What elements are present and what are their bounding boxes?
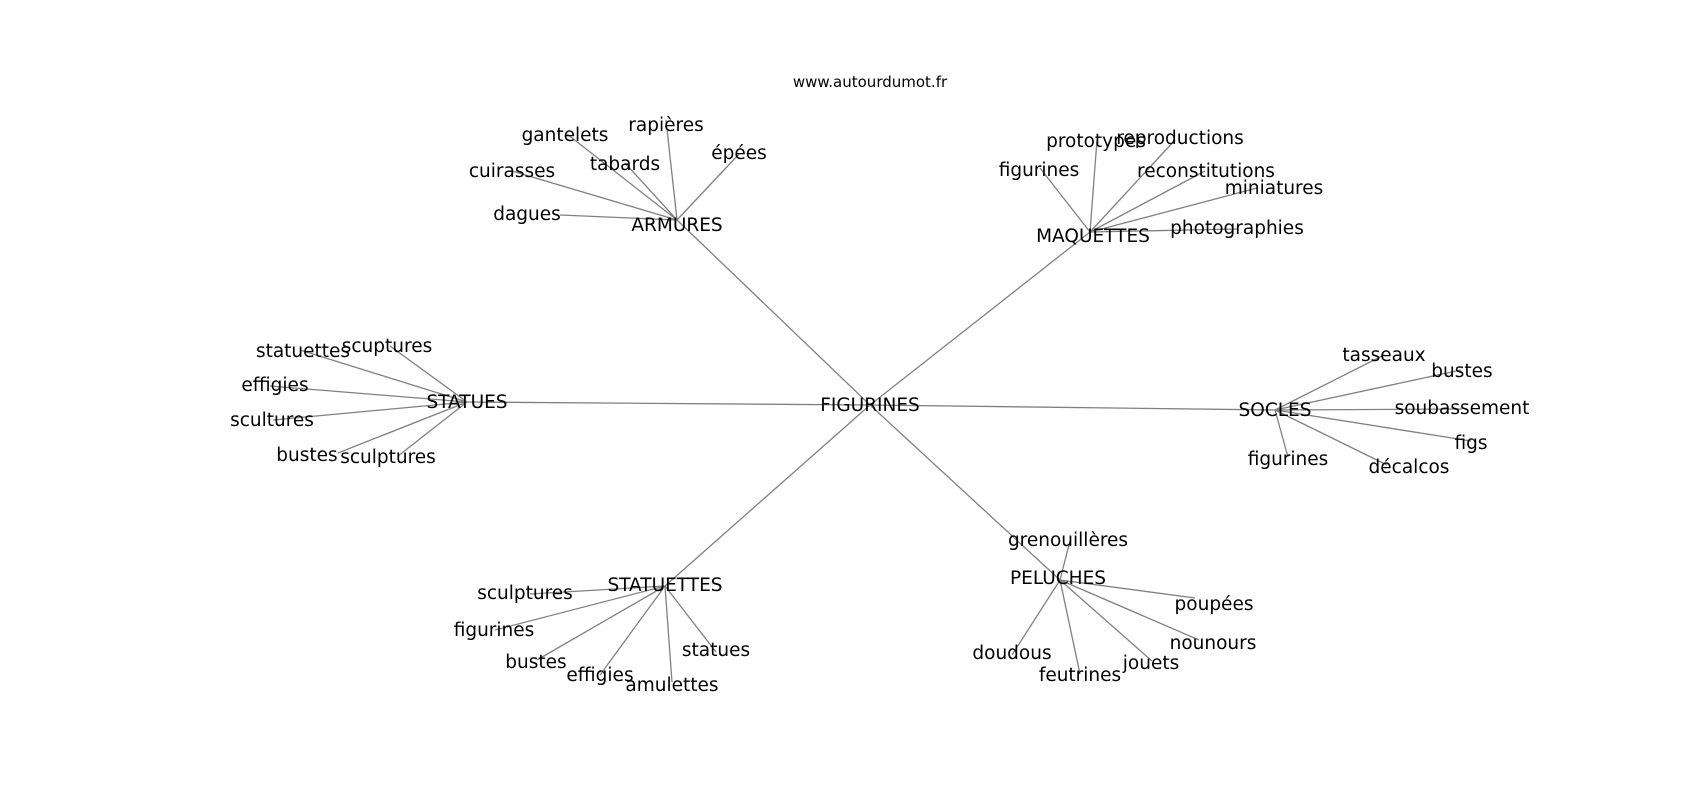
cluster-node-maquettes: MAQUETTES (1036, 226, 1150, 247)
cluster-node-peluches: PELUCHES (1010, 568, 1106, 589)
edge-statues-leaf-4 (337, 401, 468, 454)
leaf-node-maquettes: photographies (1170, 218, 1304, 239)
leaf-node-statuettes: statues (682, 640, 750, 661)
edge-maquettes-leaf-4 (1089, 187, 1258, 233)
edge-socles-leaf-0 (1274, 354, 1385, 411)
edge-statues-leaf-0 (299, 349, 468, 403)
edge-peluches-leaf-2 (1059, 579, 1200, 641)
cluster-node-statuettes: STATUETTES (607, 575, 722, 596)
site-watermark: www.autourdumot.fr (793, 73, 948, 91)
edge-armures-leaf-2 (676, 153, 740, 221)
leaf-node-statues: bustes (276, 445, 337, 466)
graph-edges (269, 119, 1472, 683)
edge-statuettes-leaf-5 (664, 585, 717, 653)
leaf-node-armures: rapières (628, 115, 703, 136)
leaf-node-statues: scuptures (342, 336, 432, 357)
leaf-node-peluches: nounours (1170, 633, 1257, 654)
leaf-node-maquettes: reconstitutions (1137, 161, 1275, 182)
edge-statues-leaf-3 (272, 401, 468, 421)
edge-center-peluches (869, 404, 1061, 581)
edge-center-armures (676, 219, 871, 406)
edge-peluches-leaf-4 (1059, 579, 1081, 675)
leaf-node-maquettes: miniatures (1225, 178, 1324, 199)
leaf-node-peluches: doudous (972, 643, 1051, 664)
edge-maquettes-leaf-1 (1089, 139, 1176, 233)
edge-socles-leaf-4 (1274, 409, 1289, 458)
leaf-node-socles: décalcos (1369, 457, 1450, 478)
leaf-node-statuettes: effigies (566, 665, 633, 686)
leaf-node-peluches: grenouillères (1008, 530, 1128, 551)
edge-peluches-leaf-3 (1011, 579, 1061, 656)
edge-armures-leaf-3 (624, 162, 678, 221)
leaf-node-maquettes: figurines (999, 160, 1080, 181)
edge-armures-leaf-4 (511, 170, 678, 221)
edge-peluches-leaf-5 (1059, 579, 1153, 662)
leaf-node-peluches: feutrines (1039, 665, 1121, 686)
leaf-node-peluches: jouets (1122, 653, 1179, 674)
edge-center-socles (869, 404, 1276, 411)
leaf-node-statues: scultures (230, 410, 314, 431)
leaf-node-armures: épées (711, 143, 767, 164)
edge-peluches-leaf-0 (1059, 540, 1071, 581)
leaf-node-statuettes: sculptures (477, 583, 573, 604)
leaf-node-armures: gantelets (522, 125, 609, 146)
leaf-node-socles: figs (1454, 433, 1487, 454)
edge-statuettes-leaf-4 (664, 585, 673, 683)
leaf-node-armures: dagues (493, 204, 561, 225)
edge-armures-leaf-5 (559, 214, 678, 221)
leaf-node-statuettes: bustes (505, 652, 566, 673)
edge-socles-leaf-5 (1274, 409, 1388, 466)
cluster-node-socles: SOCLES (1239, 400, 1312, 421)
leaf-node-armures: tabards (590, 154, 660, 175)
edge-socles-leaf-3 (1274, 409, 1472, 442)
edge-maquettes-leaf-5 (1089, 228, 1238, 233)
leaf-node-socles: bustes (1431, 361, 1492, 382)
edge-statuettes-leaf-0 (529, 585, 666, 595)
leaf-node-socles: figurines (1248, 449, 1329, 470)
leaf-node-socles: tasseaux (1342, 345, 1425, 366)
edge-center-statuettes (664, 404, 871, 587)
leaf-node-statues: effigies (241, 375, 308, 396)
center-node-label: FIGURINES (820, 395, 920, 416)
cluster-node-statues: STATUES (426, 392, 507, 413)
leaf-node-statuettes: figurines (454, 620, 535, 641)
edge-center-statues (466, 401, 871, 406)
edge-socles-leaf-1 (1274, 369, 1462, 411)
leaf-node-armures: cuirasses (469, 161, 555, 182)
edge-statues-leaf-5 (397, 401, 468, 457)
graph-labels: www.autourdumot.fr FIGURINES ARMURES rapi… (230, 73, 1529, 696)
edge-statues-leaf-2 (269, 385, 468, 403)
leaf-node-maquettes: prototypes (1046, 131, 1146, 152)
edge-maquettes-leaf-3 (1089, 170, 1206, 233)
edge-statues-leaf-1 (389, 345, 468, 403)
leaf-node-socles: soubassement (1395, 398, 1530, 419)
edge-center-maquettes (869, 231, 1091, 406)
edge-peluches-leaf-1 (1059, 579, 1196, 599)
edge-armures-leaf-1 (566, 133, 678, 221)
leaf-node-statues: sculptures (340, 447, 436, 468)
edge-statuettes-leaf-1 (494, 585, 666, 631)
leaf-node-statues: statuettes (256, 341, 350, 362)
edge-armures-leaf-0 (665, 119, 678, 221)
edge-statuettes-leaf-2 (536, 585, 666, 661)
leaf-node-peluches: poupées (1175, 594, 1254, 615)
edge-maquettes-leaf-2 (1039, 167, 1091, 233)
edge-maquettes-leaf-0 (1089, 139, 1098, 233)
leaf-node-maquettes: reproductions (1116, 128, 1244, 149)
cluster-node-armures: ARMURES (631, 215, 722, 236)
edge-socles-leaf-2 (1274, 408, 1463, 411)
edge-statuettes-leaf-3 (599, 585, 666, 676)
leaf-node-statuettes: amulettes (625, 675, 718, 696)
